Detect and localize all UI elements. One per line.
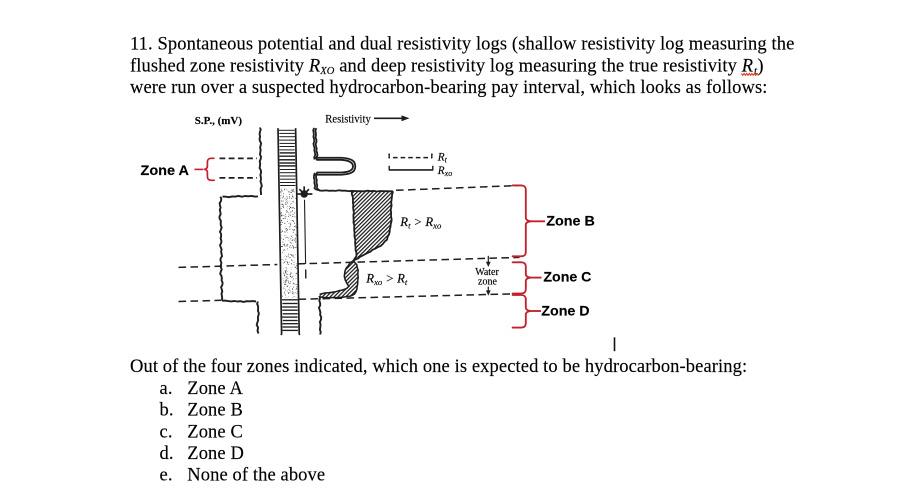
svg-text:Out of the four zones indicate: Out of the four zones indicated, which o… [130, 357, 747, 377]
svg-text:11. Spontaneous potential and: 11. Spontaneous potential and dual resis… [130, 35, 794, 55]
svg-text:were run over a suspected hydr: were run over a suspected hydrocarbon-be… [130, 78, 768, 98]
svg-text:Rxo: Rxo [437, 165, 452, 178]
svg-text:Zone B: Zone B [546, 212, 595, 228]
svg-text:Zone D: Zone D [187, 444, 244, 464]
svg-text:e.: e. [160, 466, 173, 486]
svg-text:Zone C: Zone C [187, 422, 243, 442]
svg-text:b.: b. [160, 401, 174, 421]
svg-text:Rt > Rxo: Rt > Rxo [399, 215, 442, 231]
svg-text:Zone D: Zone D [541, 302, 589, 318]
svg-text:S.P., (mV): S.P., (mV) [195, 115, 243, 127]
svg-text:None of the above: None of the above [187, 466, 325, 486]
svg-text:zone: zone [478, 277, 497, 288]
svg-text:Water: Water [475, 267, 499, 278]
svg-text:d.: d. [160, 444, 174, 464]
svg-text:Zone A: Zone A [187, 379, 243, 399]
svg-text:a.: a. [160, 379, 173, 399]
svg-text:Zone A: Zone A [141, 163, 190, 178]
svg-text:c.: c. [160, 422, 173, 442]
svg-text:Zone B: Zone B [187, 401, 243, 421]
svg-text:Zone C: Zone C [543, 268, 591, 284]
svg-text:flushed zone resistivity RXO a: flushed zone resistivity RXO and deep re… [130, 56, 764, 77]
svg-text:Rt: Rt [437, 151, 448, 164]
svg-text:Rxo > Rt: Rxo > Rt [365, 272, 408, 288]
svg-text:Resistivity: Resistivity [325, 112, 371, 125]
